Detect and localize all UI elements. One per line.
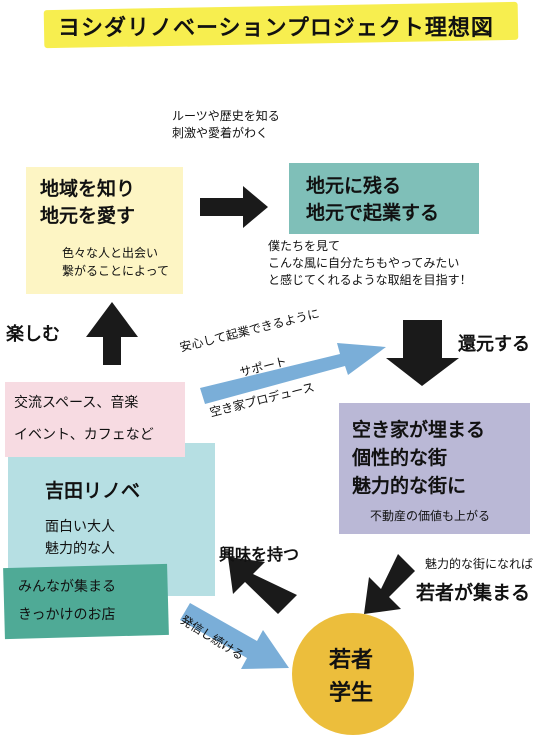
- roots-note-line2: 刺激や愛着がわく: [172, 126, 269, 140]
- startup-note-2: こんな風に自分たちもやってみたい: [268, 256, 460, 270]
- event-box: [5, 382, 185, 457]
- arrow-right: [200, 186, 268, 228]
- akiya-heading-1: 空き家が埋まる: [352, 419, 486, 441]
- local-love-heading-2: 地元を愛す: [40, 205, 136, 227]
- interest-label: 興味を持つ: [219, 545, 300, 564]
- arrow-diagonal-up-left: [228, 557, 297, 614]
- event-text-1: 交流スペース、音楽: [14, 395, 139, 411]
- arrow-up: [86, 302, 138, 365]
- yoshida-sub-2: 魅力的な人: [45, 541, 115, 557]
- circle-text-1: 若者: [329, 648, 374, 673]
- startup-heading-1: 地元に残る: [306, 175, 402, 197]
- startup-heading-2: 地元で起業する: [306, 202, 440, 224]
- gather-text-1: みんなが集まる: [18, 579, 116, 595]
- akiya-heading-3: 魅力的な街に: [352, 475, 467, 497]
- page-title: ヨシダリノベーションプロジェクト理想図: [58, 16, 494, 41]
- keep-sending-blue-arrow: [180, 603, 289, 669]
- akiya-heading-2: 個性的な街: [352, 447, 448, 469]
- arrow-down: [386, 320, 459, 386]
- arrow-diagonal-down-left: [364, 554, 415, 614]
- youth-note-small: 魅力的な街になれば: [425, 557, 534, 571]
- yoshida-heading: 吉田リノベ: [45, 480, 141, 502]
- local-love-sub-2: 繋がることによって: [62, 264, 170, 278]
- local-love-box: [26, 167, 183, 294]
- startup-note-3: と感じてくれるような取組を目指す！: [268, 273, 472, 287]
- circle-text-2: 学生: [329, 681, 374, 706]
- roots-note-line1: ルーツや歴史を知る: [172, 109, 280, 123]
- local-startup-box: [289, 163, 479, 234]
- startup-note-1: 僕たちを見て: [268, 239, 341, 253]
- enjoy-label: 楽しむ: [6, 324, 60, 345]
- local-love-sub-1: 色々な人と出会い: [62, 246, 159, 260]
- akiya-sub: 不動産の価値も上がる: [370, 509, 491, 523]
- event-text-2: イベント、カフェなど: [14, 427, 154, 443]
- youth-circle: [292, 613, 414, 735]
- yoshida-sub-1: 面白い大人: [45, 519, 115, 535]
- youth-note-big: 若者が集まる: [416, 582, 531, 604]
- support-blue-arrow: [200, 343, 386, 404]
- gather-text-2: きっかけのお店: [18, 607, 116, 623]
- local-love-heading-1: 地域を知り: [40, 178, 136, 200]
- return-label: 還元する: [458, 334, 530, 355]
- akiya-box: [339, 403, 530, 534]
